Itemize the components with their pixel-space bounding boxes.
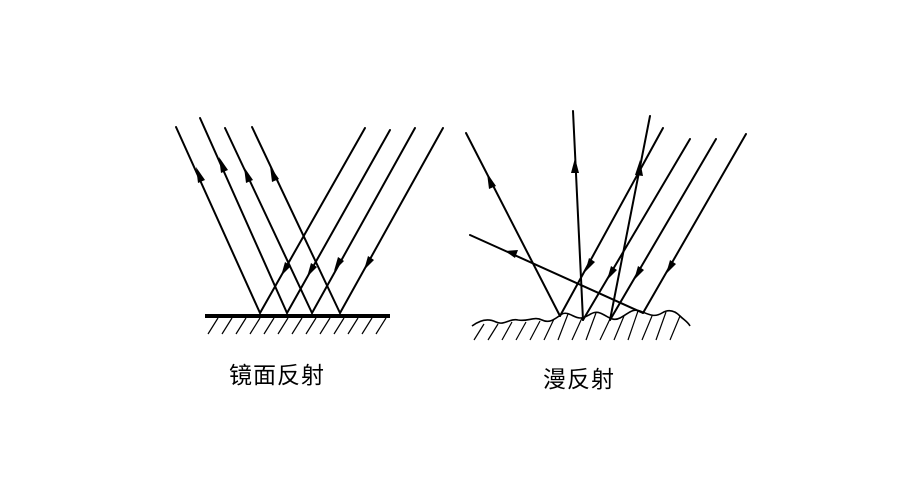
diffuse-incident-arrow-3 bbox=[634, 266, 644, 280]
incident-ray-4 bbox=[339, 127, 444, 314]
diffuse-incident-rays bbox=[559, 127, 747, 321]
specular-incident-arrowheads bbox=[281, 256, 374, 277]
diffuse-incident-arrow-4 bbox=[666, 260, 676, 274]
reflected-ray-3 bbox=[224, 127, 313, 314]
mirror-hatching bbox=[207, 317, 387, 335]
diffuse-incident-ray-2 bbox=[582, 138, 691, 321]
diffuse-incident-arrow-2 bbox=[607, 266, 617, 280]
diffuse-incident-ray-4 bbox=[642, 133, 747, 314]
diffuse-incident-ray-1 bbox=[559, 127, 664, 317]
incident-ray-3 bbox=[311, 127, 416, 314]
diffuse-reflected-ray-3 bbox=[609, 115, 651, 321]
rough-surface-hatching bbox=[473, 310, 681, 341]
diffuse-reflected-rays bbox=[465, 110, 651, 321]
incident-arrow-1 bbox=[281, 262, 291, 276]
diffuse-reflected-arrow-3 bbox=[635, 160, 643, 176]
incident-arrow-2 bbox=[307, 263, 317, 277]
specular-incident-rays bbox=[259, 127, 444, 314]
reflected-arrow-4 bbox=[270, 166, 279, 182]
diffuse-incident-ray-3 bbox=[609, 138, 717, 321]
specular-reflection-caption: 镜面反射 bbox=[229, 363, 325, 389]
reflected-arrow-2 bbox=[219, 157, 228, 173]
incident-arrow-3 bbox=[334, 257, 344, 271]
reflected-ray-4 bbox=[251, 126, 341, 314]
diffuse-incident-arrowheads bbox=[585, 258, 676, 280]
reflected-ray-2 bbox=[199, 117, 288, 314]
reflected-arrow-3 bbox=[244, 167, 253, 183]
incident-ray-2 bbox=[286, 129, 391, 314]
specular-reflection-figure bbox=[175, 117, 444, 335]
diffuse-reflected-arrow-2 bbox=[571, 158, 579, 173]
diffuse-reflected-arrow-4 bbox=[505, 250, 518, 258]
diffuse-reflected-ray-4 bbox=[469, 234, 644, 314]
diffuse-reflection-caption: 漫反射 bbox=[543, 367, 615, 393]
diffuse-incident-arrow-1 bbox=[585, 258, 595, 272]
reflected-ray-1 bbox=[175, 126, 261, 314]
specular-reflected-arrowheads bbox=[196, 157, 279, 183]
specular-reflected-rays bbox=[175, 117, 341, 314]
reflected-arrow-1 bbox=[196, 167, 205, 183]
diffuse-reflected-arrowheads bbox=[487, 158, 643, 258]
diffuse-reflected-arrow-1 bbox=[487, 173, 496, 189]
diffuse-reflection-figure bbox=[465, 110, 747, 341]
rough-surface bbox=[471, 309, 691, 327]
incident-ray-1 bbox=[259, 127, 366, 314]
diffuse-reflected-ray-1 bbox=[465, 132, 561, 317]
incident-arrow-4 bbox=[364, 256, 374, 270]
